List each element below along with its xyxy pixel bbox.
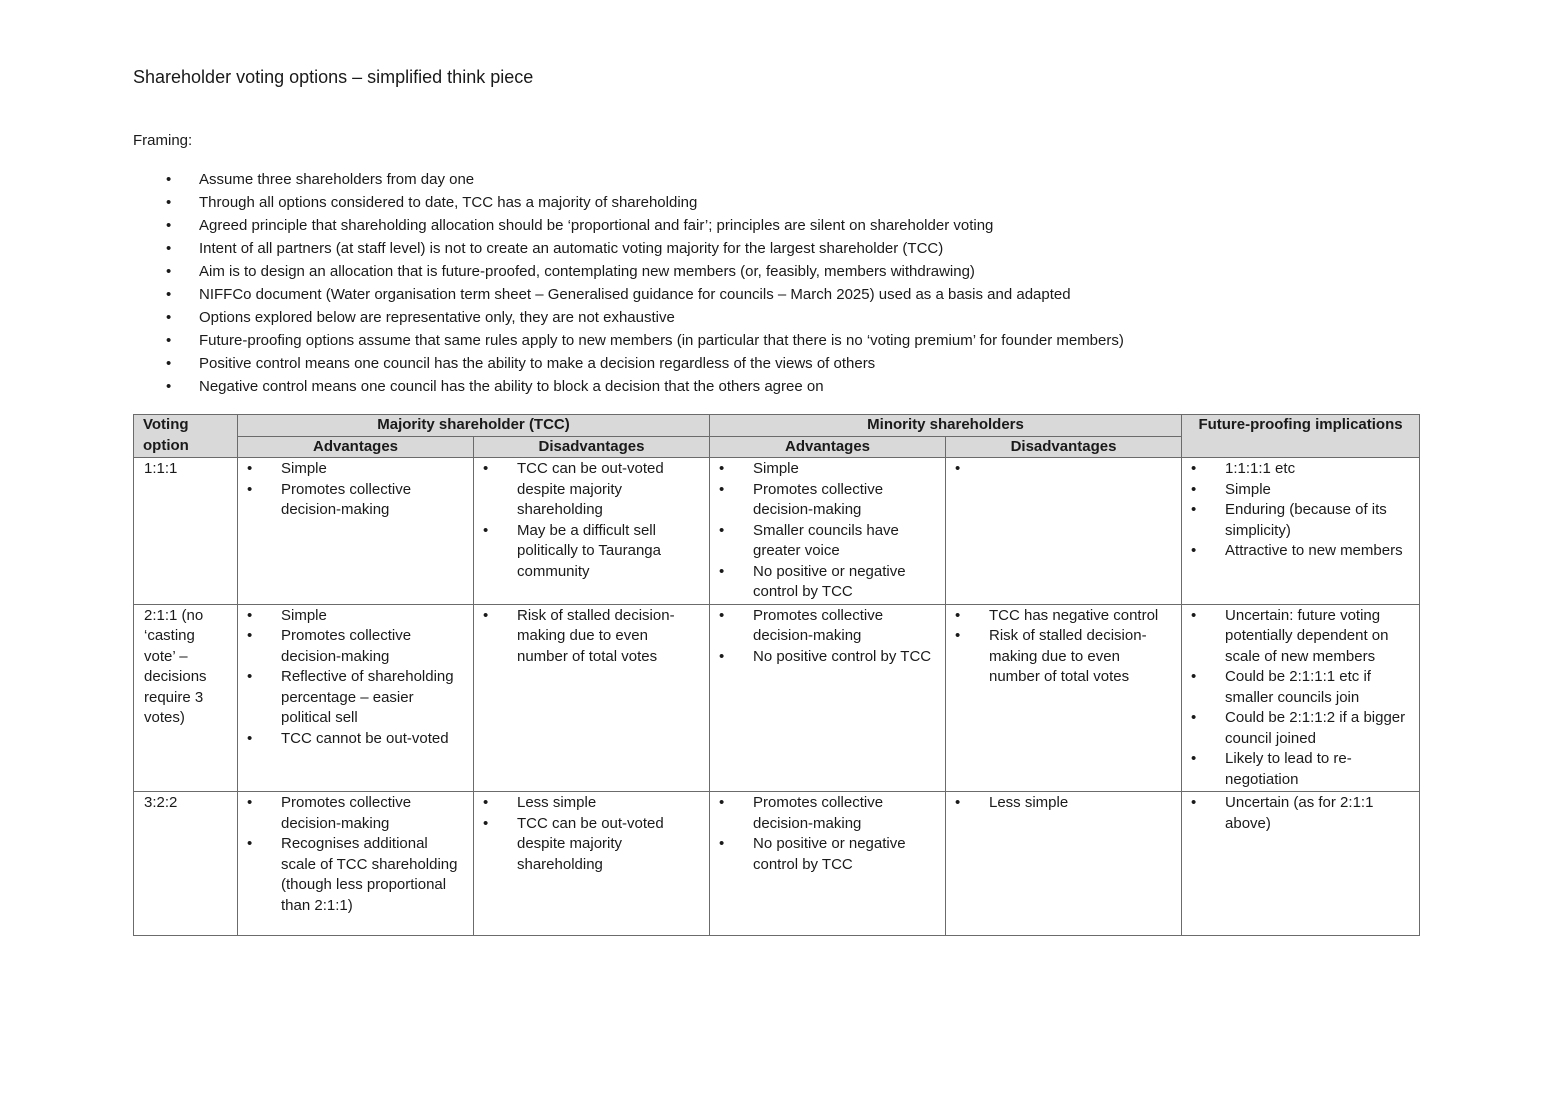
cell-bullet: Smaller councils have greater voice xyxy=(719,521,936,562)
voting-option-cell: 2:1:1 (no ‘casting vote’ – decisions req… xyxy=(133,603,238,792)
cell-bullet: Promotes collective decision-making xyxy=(247,793,464,834)
table-row: 1:1:1 Simple Promotes collective decisio… xyxy=(133,457,1421,605)
header-voting-option: Voting option xyxy=(133,414,238,458)
minority-advantages-cell: Promotes collective decision-making No p… xyxy=(709,603,946,792)
cell-bullet: Promotes collective decision-making xyxy=(719,480,936,521)
cell-bullet: Less simple xyxy=(955,793,1172,814)
document-page: Shareholder voting options – simplified … xyxy=(133,64,1421,936)
cell-bullet: TCC can be out-voted despite majority sh… xyxy=(483,459,700,521)
cell-bullet: TCC cannot be out-voted xyxy=(247,729,464,750)
future-proofing-cell: Uncertain: future voting potentially dep… xyxy=(1181,603,1421,792)
cell-bullet: May be a difficult sell politically to T… xyxy=(483,521,700,583)
header-minority: Minority shareholders xyxy=(708,414,1183,437)
cell-bullet: Risk of stalled decision-making due to e… xyxy=(483,606,700,668)
table-row: 2:1:1 (no ‘casting vote’ – decisions req… xyxy=(133,603,1421,792)
framing-point: Agreed principle that shareholding alloc… xyxy=(166,214,1419,237)
minority-disadvantages-cell: Less simple xyxy=(944,791,1183,936)
framing-label: Framing: xyxy=(133,132,193,149)
cell-bullet: Simple xyxy=(247,606,464,627)
cell-bullet: Could be 2:1:1:1 etc if smaller councils… xyxy=(1191,667,1410,708)
minority-advantages-cell: Promotes collective decision-making No p… xyxy=(709,791,946,936)
majority-disadvantages-cell: TCC can be out-voted despite majority sh… xyxy=(473,457,710,605)
header-majority-disadvantages: Disadvantages xyxy=(473,435,710,458)
table-header-row: Voting option Majority shareholder (TCC)… xyxy=(133,414,1421,458)
cell-bullet: Promotes collective decision-making xyxy=(247,626,464,667)
cell-bullet: 1:1:1:1 etc xyxy=(1191,459,1410,480)
future-proofing-cell: Uncertain (as for 2:1:1 above) xyxy=(1181,791,1421,936)
majority-advantages-cell: Simple Promotes collective decision-maki… xyxy=(237,603,474,792)
majority-advantages-cell: Promotes collective decision-making Reco… xyxy=(237,791,474,936)
document-title: Shareholder voting options – simplified … xyxy=(133,67,534,87)
cell-bullet: TCC can be out-voted despite majority sh… xyxy=(483,814,700,876)
framing-point: Aim is to design an allocation that is f… xyxy=(166,260,1419,283)
header-majority-advantages: Advantages xyxy=(237,435,474,458)
minority-disadvantages-cell: TCC has negative control Risk of stalled… xyxy=(944,603,1183,792)
framing-point: NIFFCo document (Water organisation term… xyxy=(166,283,1419,306)
cell-bullet: Recognises additional scale of TCC share… xyxy=(247,834,464,916)
majority-disadvantages-cell: Less simple TCC can be out-voted despite… xyxy=(473,791,710,936)
header-minority-advantages: Advantages xyxy=(709,435,946,458)
voting-option-cell: 1:1:1 xyxy=(133,457,238,605)
framing-point: Through all options considered to date, … xyxy=(166,191,1419,214)
cell-bullet: Promotes collective decision-making xyxy=(247,480,464,521)
cell-bullet: TCC has negative control xyxy=(955,606,1172,627)
cell-bullet: Less simple xyxy=(483,793,700,814)
minority-advantages-cell: Simple Promotes collective decision-maki… xyxy=(709,457,946,605)
cell-bullet: Uncertain (as for 2:1:1 above) xyxy=(1191,793,1410,834)
voting-option-cell: 3:2:2 xyxy=(133,791,238,936)
cell-bullet: Promotes collective decision-making xyxy=(719,606,936,647)
cell-bullet: Simple xyxy=(1191,480,1410,501)
framing-point: Negative control means one council has t… xyxy=(166,375,1419,398)
cell-bullet: Uncertain: future voting potentially dep… xyxy=(1191,606,1410,668)
header-future-proofing: Future-proofing implications xyxy=(1181,414,1421,458)
framing-point: Positive control means one council has t… xyxy=(166,352,1419,375)
cell-bullet: No positive control by TCC xyxy=(719,647,936,668)
cell-bullet: Could be 2:1:1:2 if a bigger council joi… xyxy=(1191,708,1410,749)
cell-bullet: Simple xyxy=(719,459,936,480)
minority-disadvantages-cell xyxy=(944,457,1183,605)
future-proofing-cell: 1:1:1:1 etc Simple Enduring (because of … xyxy=(1181,457,1421,605)
cell-bullet: No positive or negative control by TCC xyxy=(719,834,936,875)
cell-bullet: Enduring (because of its simplicity) xyxy=(1191,500,1410,541)
cell-bullet: Reflective of shareholding percentage – … xyxy=(247,667,464,729)
cell-bullet: Risk of stalled decision-making due to e… xyxy=(955,626,1172,688)
framing-point: Intent of all partners (at staff level) … xyxy=(166,237,1419,260)
framing-point: Future-proofing options assume that same… xyxy=(166,329,1419,352)
table-subheader-row: Advantages Disadvantages Advantages Disa… xyxy=(134,435,1420,458)
header-minority-disadvantages: Disadvantages xyxy=(944,435,1183,458)
cell-bullet xyxy=(955,459,1172,480)
cell-bullet: Simple xyxy=(247,459,464,480)
cell-bullet: Likely to lead to re-negotiation xyxy=(1191,749,1410,790)
framing-point: Options explored below are representativ… xyxy=(166,306,1419,329)
majority-disadvantages-cell: Risk of stalled decision-making due to e… xyxy=(473,603,710,792)
framing-list: Assume three shareholders from day one T… xyxy=(133,168,1419,398)
framing-point: Assume three shareholders from day one xyxy=(166,168,1419,191)
table-row: 3:2:2 Promotes collective decision-makin… xyxy=(133,791,1421,936)
voting-options-table: Voting option Majority shareholder (TCC)… xyxy=(133,414,1421,936)
cell-bullet: Promotes collective decision-making xyxy=(719,793,936,834)
cell-bullet: Attractive to new members xyxy=(1191,541,1410,562)
cell-bullet: No positive or negative control by TCC xyxy=(719,562,936,603)
majority-advantages-cell: Simple Promotes collective decision-maki… xyxy=(237,457,474,605)
header-majority: Majority shareholder (TCC) xyxy=(237,414,710,437)
